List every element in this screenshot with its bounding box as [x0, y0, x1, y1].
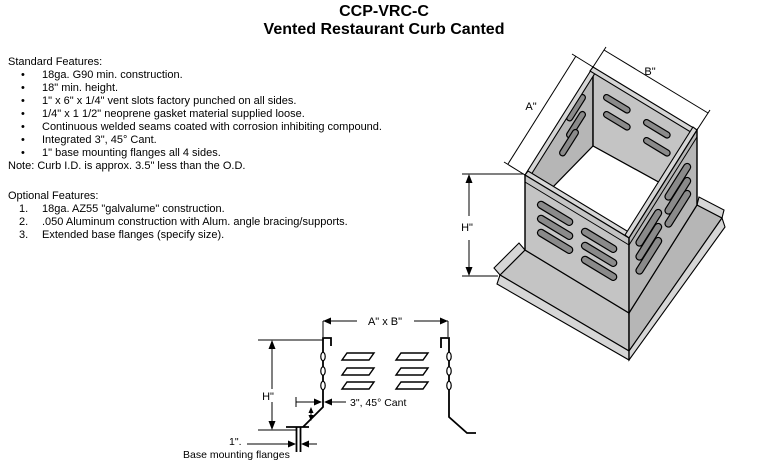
item-number: 1.: [19, 203, 29, 215]
dimension-axb: A" x B": [322, 314, 449, 337]
feature-item: • 18" min. height.: [8, 82, 448, 95]
page-header: CCP-VRC-C Vented Restaurant Curb Canted: [0, 3, 768, 39]
features-section: Standard Features: • 18ga. G90 min. cons…: [8, 56, 448, 242]
feature-text: 18" min. height.: [42, 82, 119, 94]
bullet-icon: •: [21, 134, 25, 146]
dim-h-label: H": [461, 222, 473, 234]
feature-text: Integrated 3", 45° Cant.: [42, 134, 157, 146]
feature-text: 1" base mounting flanges all 4 sides.: [42, 147, 221, 159]
bullet-icon: •: [21, 147, 25, 159]
feature-text: Continuous welded seams coated with corr…: [42, 121, 382, 133]
dim-axb-label: A" x B": [368, 316, 402, 328]
dimension-a: A": [503, 53, 594, 176]
dimension-flange: 1". Base mounting flanges: [183, 436, 317, 461]
bullet-icon: •: [21, 82, 25, 94]
item-number: 2.: [19, 216, 29, 228]
bullet-icon: •: [21, 121, 25, 133]
feature-text: 1" x 6" x 1/4" vent slots factory punche…: [42, 95, 297, 107]
dimension-cant: 3", 45° Cant: [295, 397, 406, 421]
page-subtitle: Vented Restaurant Curb Canted: [263, 21, 505, 38]
feature-item: • Continuous welded seams coated with co…: [8, 121, 448, 134]
feature-item: • 1/4" x 1 1/2" neoprene gasket material…: [8, 108, 448, 121]
dimension-b: B": [592, 46, 711, 131]
curb-3d-body: [493, 66, 726, 362]
feature-item: • 18ga. G90 min. construction.: [8, 69, 448, 82]
feature-text: Extended base flanges (specify size).: [42, 229, 225, 241]
feature-text: 1/4" x 1 1/2" neoprene gasket material s…: [42, 108, 305, 120]
optional-item: 1. 18ga. AZ55 "galvalume" construction.: [8, 203, 448, 216]
note-text: Note: Curb I.D. is approx. 3.5" less tha…: [8, 160, 246, 172]
feature-item: • 1" base mounting flanges all 4 sides.: [8, 147, 448, 160]
vent-slots-inner-left: [559, 93, 587, 157]
curb-cross-section: [286, 337, 476, 452]
feature-text: 18ga. AZ55 "galvalume" construction.: [42, 203, 225, 215]
standard-features-heading: Standard Features:: [8, 56, 103, 68]
flange-size-label: 1".: [229, 436, 241, 448]
bullet-icon: •: [21, 108, 25, 120]
vent-slots-2d: [340, 352, 430, 390]
vent-slots-inner-right: [602, 93, 671, 157]
feature-text: 18ga. G90 min. construction.: [42, 69, 183, 81]
optional-item: 2. .050 Aluminum construction with Alum.…: [8, 216, 448, 229]
optional-features-heading: Optional Features:: [8, 190, 99, 202]
item-number: 3.: [19, 229, 29, 241]
dim-h2d-label: H": [262, 391, 274, 403]
cant-label: 3", 45° Cant: [350, 397, 406, 409]
page-title: CCP-VRC-C: [339, 3, 429, 20]
dim-b-label: B": [644, 66, 655, 78]
vent-slots-front-right: [635, 162, 692, 275]
bullet-icon: •: [21, 69, 25, 81]
optional-features-section: Optional Features: 1. 18ga. AZ55 "galval…: [8, 190, 448, 242]
bullet-icon: •: [21, 95, 25, 107]
cross-section-drawing: A" x B" H": [183, 314, 476, 461]
dim-a-label: A": [525, 101, 536, 113]
optional-item: 3. Extended base flanges (specify size).: [8, 229, 448, 242]
feature-item: • 1" x 6" x 1/4" vent slots factory punc…: [8, 95, 448, 108]
feature-text: .050 Aluminum construction with Alum. an…: [42, 216, 348, 228]
dimension-h-3d: H": [461, 173, 524, 277]
isometric-drawing: A" B" H": [461, 46, 726, 362]
flange-caption-label: Base mounting flanges: [183, 449, 290, 461]
vent-slots-front-left: [536, 200, 618, 282]
feature-item: • Integrated 3", 45° Cant.: [8, 134, 448, 147]
dimension-h-2d: H": [257, 339, 323, 431]
